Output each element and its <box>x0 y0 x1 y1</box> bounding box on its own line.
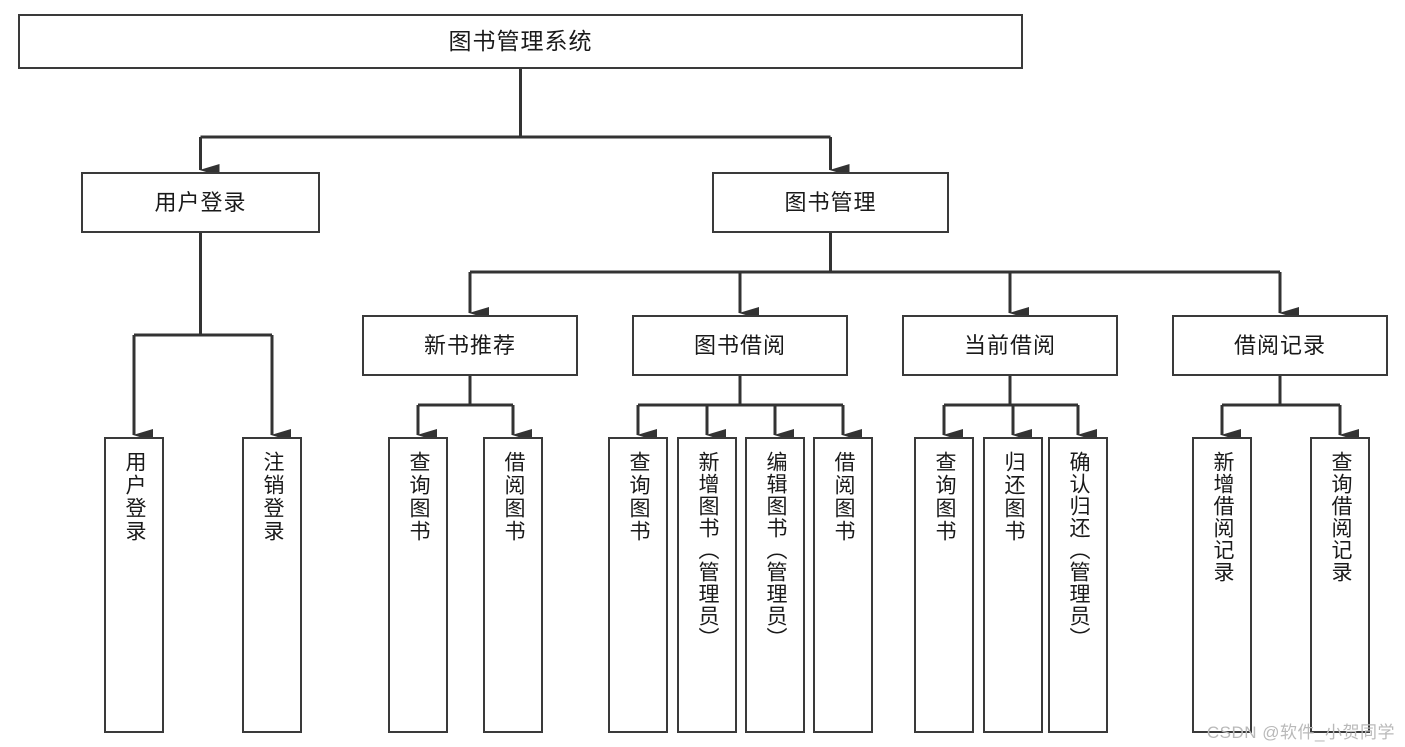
node-label: 用户登录 <box>154 189 247 215</box>
node-label: 注销登录 <box>261 451 285 543</box>
node-current-borrow[interactable]: 当前借阅 <box>902 315 1118 376</box>
node-root[interactable]: 图书管理系统 <box>18 14 1023 69</box>
node-label: 当前借阅 <box>963 332 1056 358</box>
node-leaf-add-book[interactable]: 新增图书（管理员） <box>677 437 737 733</box>
node-leaf-return-book[interactable]: 归还图书 <box>983 437 1043 733</box>
node-leaf-query-record[interactable]: 查询借阅记录 <box>1310 437 1370 733</box>
node-borrow-record[interactable]: 借阅记录 <box>1172 315 1388 376</box>
node-leaf-query-book-3[interactable]: 查询图书 <box>914 437 974 733</box>
node-label: 查询图书 <box>627 451 651 543</box>
node-label: 新书推荐 <box>423 332 516 358</box>
node-label: 图书管理系统 <box>448 27 593 54</box>
node-label: 确认归还（管理员） <box>1067 451 1091 649</box>
node-leaf-edit-book[interactable]: 编辑图书（管理员） <box>745 437 805 733</box>
node-book-borrow[interactable]: 图书借阅 <box>632 315 848 376</box>
node-label: 图书管理 <box>784 189 877 215</box>
node-label: 借阅图书 <box>832 451 856 543</box>
node-leaf-borrow-book-2[interactable]: 借阅图书 <box>813 437 873 733</box>
node-label: 归还图书 <box>1002 451 1026 543</box>
node-label: 编辑图书（管理员） <box>764 451 788 649</box>
node-leaf-add-record[interactable]: 新增借阅记录 <box>1192 437 1252 733</box>
node-label: 借阅记录 <box>1233 332 1326 358</box>
node-label: 查询图书 <box>407 451 431 543</box>
node-leaf-user-login[interactable]: 用户登录 <box>104 437 164 733</box>
node-label: 图书借阅 <box>693 332 786 358</box>
node-leaf-logout[interactable]: 注销登录 <box>242 437 302 733</box>
tree-edges <box>132 69 1359 441</box>
node-new-book-rec[interactable]: 新书推荐 <box>362 315 578 376</box>
node-label: 借阅图书 <box>502 451 526 543</box>
watermark-text: CSDN @软件_小贺同学 <box>1206 723 1395 742</box>
node-label: 新增图书（管理员） <box>696 451 720 649</box>
node-label: 查询图书 <box>933 451 957 543</box>
node-user-login[interactable]: 用户登录 <box>81 172 320 233</box>
node-label: 查询借阅记录 <box>1329 451 1353 583</box>
node-label: 用户登录 <box>123 451 147 543</box>
node-leaf-query-book-1[interactable]: 查询图书 <box>388 437 448 733</box>
node-label: 新增借阅记录 <box>1211 451 1235 583</box>
node-leaf-query-book-2[interactable]: 查询图书 <box>608 437 668 733</box>
node-book-manage[interactable]: 图书管理 <box>712 172 949 233</box>
node-leaf-borrow-book-1[interactable]: 借阅图书 <box>483 437 543 733</box>
node-leaf-confirm-return[interactable]: 确认归还（管理员） <box>1048 437 1108 733</box>
